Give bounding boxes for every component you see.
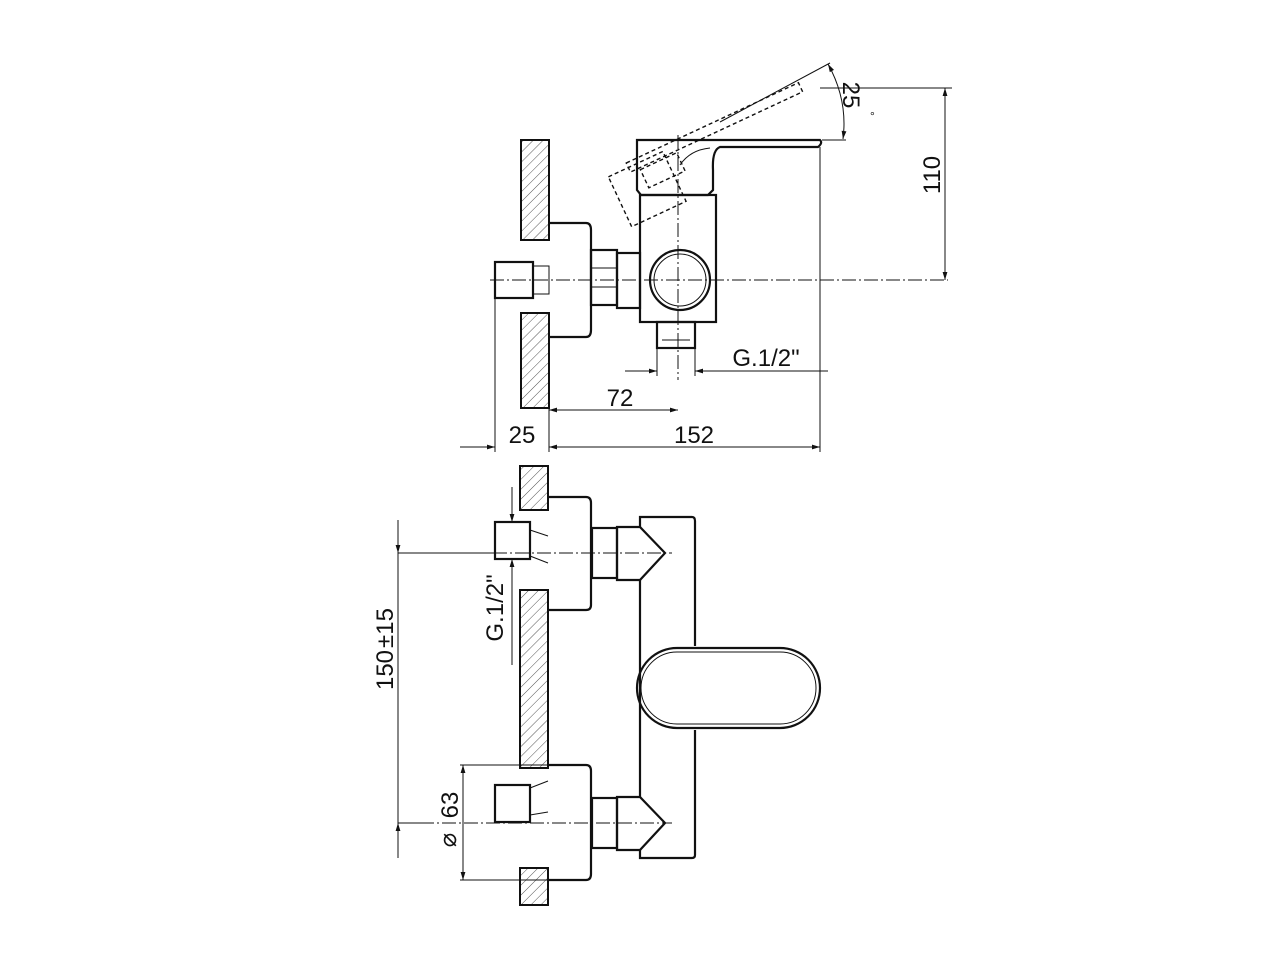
dim-angle: 25 bbox=[837, 82, 864, 109]
dim-height: 110 bbox=[919, 156, 946, 194]
dim-depth: 152 bbox=[674, 422, 714, 449]
wall-section-lower bbox=[520, 312, 550, 409]
wall-section-bottom bbox=[519, 867, 549, 906]
dim-centers: 150 bbox=[372, 650, 399, 690]
front-view: 150 ±15 G.1/2" 63 ⌀ bbox=[372, 465, 822, 906]
wall-section-upper bbox=[520, 139, 550, 241]
dim-tolerance: ±15 bbox=[372, 608, 399, 648]
dim-axis-offset: 72 bbox=[607, 385, 634, 412]
dim-flange-diameter: 63 bbox=[437, 792, 464, 819]
lever-handle bbox=[635, 646, 822, 730]
diameter-symbol: ⌀ bbox=[435, 833, 462, 847]
lever-head bbox=[635, 138, 823, 197]
wall-section-top bbox=[519, 465, 549, 511]
dim-outlet-thread: G.1/2" bbox=[732, 345, 799, 372]
mixer-body-front bbox=[638, 515, 697, 860]
connector-nut bbox=[589, 248, 619, 307]
dim-wall: 25 bbox=[509, 422, 536, 449]
outlet-fitting bbox=[655, 320, 697, 350]
lever-open-position bbox=[607, 81, 804, 228]
inlet-lower bbox=[493, 783, 532, 824]
side-view: 25 152 72 G.1/2" 110 25 ° bbox=[460, 62, 952, 452]
degree-symbol: ° bbox=[870, 109, 875, 123]
dim-inlet-thread: G.1/2" bbox=[482, 574, 509, 641]
wall-section-middle bbox=[519, 589, 549, 769]
